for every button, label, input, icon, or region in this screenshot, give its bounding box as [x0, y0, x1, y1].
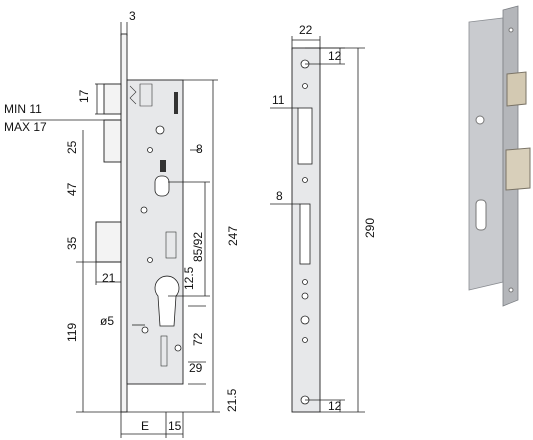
case-hole	[147, 147, 153, 153]
deadbolt	[95, 221, 122, 263]
front-dimensions	[20, 22, 220, 438]
case-hole	[140, 206, 148, 214]
case-hole	[155, 125, 165, 135]
dim-centre-85-92: 85/92	[191, 232, 205, 262]
dim-deadbolt-projection: 21	[102, 271, 116, 285]
lever-slot	[174, 92, 178, 114]
dim-deadbolt-height: 35	[65, 236, 79, 250]
latch-slot	[297, 107, 313, 165]
dim-bottom-21-5: 21.5	[225, 388, 239, 412]
front-view	[95, 33, 184, 413]
case-hole	[174, 344, 182, 352]
deadbolt-slot	[299, 203, 311, 265]
dim-cyl-72: 72	[191, 332, 205, 346]
dim-hole-8: 8	[196, 142, 203, 156]
side-view	[291, 47, 321, 413]
plate-hole	[302, 279, 308, 285]
dim-top-thickness: 3	[129, 9, 136, 23]
dim-top-12: 12	[328, 49, 342, 63]
handle-follower	[154, 175, 170, 197]
dim-cyl-12-5: 12.5	[182, 266, 196, 290]
cam-slot	[160, 335, 168, 367]
plate-hole	[302, 177, 308, 183]
bolt	[103, 119, 122, 163]
dim-width-22: 22	[299, 23, 313, 37]
dim-cyl-29: 29	[189, 361, 203, 375]
dim-total-290: 290	[363, 218, 377, 238]
case-hole	[141, 326, 149, 334]
plate-hole	[302, 337, 308, 343]
dim-spacing-47: 47	[65, 182, 79, 196]
side-dimensions	[270, 36, 365, 413]
plate-hole	[302, 83, 308, 89]
case-hole	[147, 257, 153, 263]
latch-mechanism	[129, 83, 153, 107]
dim-max: MAX 17	[4, 120, 47, 134]
dim-pin-5: ø5	[100, 314, 114, 328]
dim-total-247: 247	[226, 226, 240, 246]
dim-bottom-119: 119	[65, 323, 79, 342]
cylinder-cutout	[154, 275, 180, 327]
plate-hole	[300, 315, 310, 325]
dim-latch-height: 17	[77, 89, 91, 103]
gear-detail	[165, 231, 177, 259]
dim-backset: E	[141, 419, 149, 433]
dim-face-15: 15	[168, 419, 182, 433]
dim-min: MIN 11	[4, 102, 42, 116]
front-forend	[120, 33, 128, 413]
dim-bottom-12: 12	[328, 399, 342, 413]
lock-product-photo	[468, 5, 531, 307]
latch	[103, 83, 122, 115]
dim-slot-11: 11	[272, 93, 285, 107]
dim-slot-8: 8	[276, 189, 283, 203]
dim-bolt-height: 25	[65, 140, 79, 154]
follower-square	[160, 160, 166, 172]
plate-hole	[301, 292, 309, 300]
